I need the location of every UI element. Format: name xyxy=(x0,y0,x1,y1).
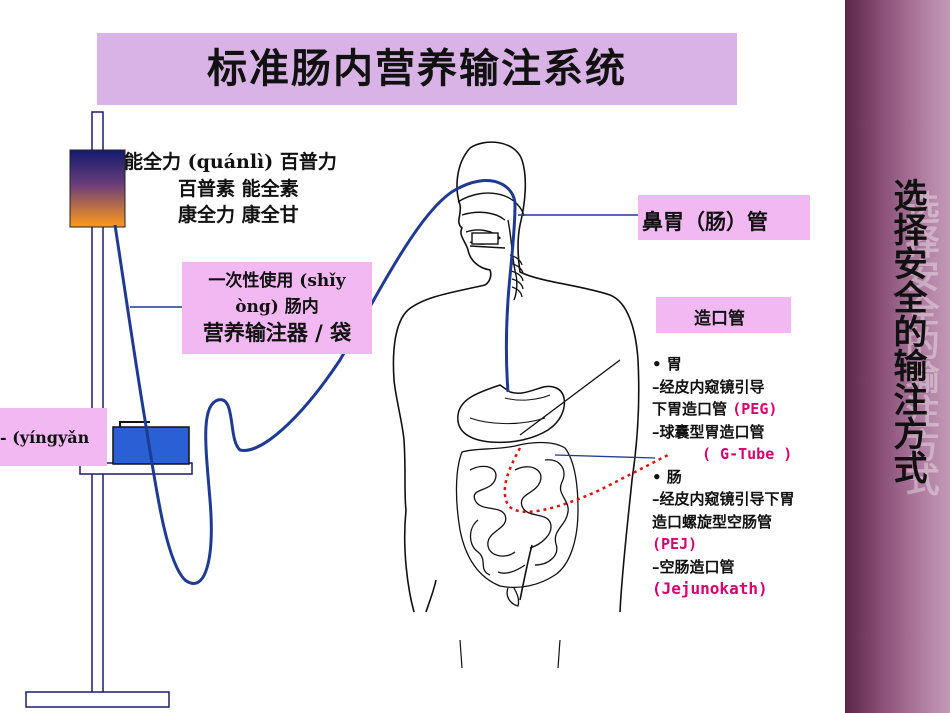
nasogastric-label: 鼻胃（肠）管 xyxy=(642,209,768,234)
gtube-description: –球囊型胃造口管 xyxy=(652,422,765,441)
infusion-set-line-3: 营养输注器 / 袋 xyxy=(202,320,352,345)
pej-description-2: 造口螺旋型空肠管 xyxy=(652,512,773,531)
trachea xyxy=(509,254,524,298)
pump-label-text: - (yíngyǎn xyxy=(0,428,90,447)
jejunostomy-description: –空肠造口管 xyxy=(652,557,735,576)
sidebar-text: 选择安全的输注方式 xyxy=(887,178,927,484)
iv-pole xyxy=(25,111,193,708)
peg-code: (PEG) xyxy=(732,400,778,418)
body-outline xyxy=(392,141,640,669)
intestines xyxy=(455,441,579,607)
sidebar-panel xyxy=(845,0,950,713)
intestine-header: • 肠 xyxy=(652,467,682,486)
ostomy-label: 造口管 xyxy=(694,309,745,329)
ostomy-leader xyxy=(519,359,621,436)
infusion-set-line-2: òng) 肠内 xyxy=(235,297,319,317)
infusion-set-label: 一次性使用 (shǐy òng) 肠内 营养输注器 / 袋 xyxy=(182,262,372,354)
stomach xyxy=(457,384,566,444)
jejunostomy-code: (Jejunokath) xyxy=(652,579,768,598)
brand-line-1: 能全力 (quánlì) 百普力 xyxy=(124,151,337,173)
brand-line-2: 百普素 能全素 xyxy=(178,178,299,200)
peg-dotted-line xyxy=(503,447,669,513)
head-internal xyxy=(457,192,525,301)
nutrition-bag xyxy=(69,149,126,228)
pump-label-box xyxy=(0,408,107,466)
peg-description: –经皮内窥镜引导 xyxy=(652,377,765,396)
title-banner xyxy=(97,33,737,105)
gtube-code: ( G-Tube ) xyxy=(702,445,793,463)
page-title: 标准肠内营养输注系统 xyxy=(207,45,627,92)
stomach-header: • 胃 xyxy=(652,355,682,373)
brand-line-3: 康全力 康全甘 xyxy=(178,204,299,226)
ostomy-type-list: • 胃 –经皮内窥镜引导 下胃造口管 (PEG) –球囊型胃造口管 ( G-Tu… xyxy=(652,353,837,601)
infusion-set-line-1: 一次性使用 (shǐy xyxy=(208,271,346,291)
ostomy-label-box xyxy=(656,297,791,333)
sidebar-text-shadow: 选择安全的输注方式 xyxy=(899,190,939,496)
pej-description: –经皮内窥镜引导下胃 xyxy=(652,490,795,508)
pej-code: (PEJ) xyxy=(652,535,698,553)
peg-description-2: 下胃造口管 xyxy=(652,400,728,418)
jejunum-leader xyxy=(554,454,656,459)
feeding-tube xyxy=(113,179,517,585)
nasogastric-label-box xyxy=(638,195,810,240)
